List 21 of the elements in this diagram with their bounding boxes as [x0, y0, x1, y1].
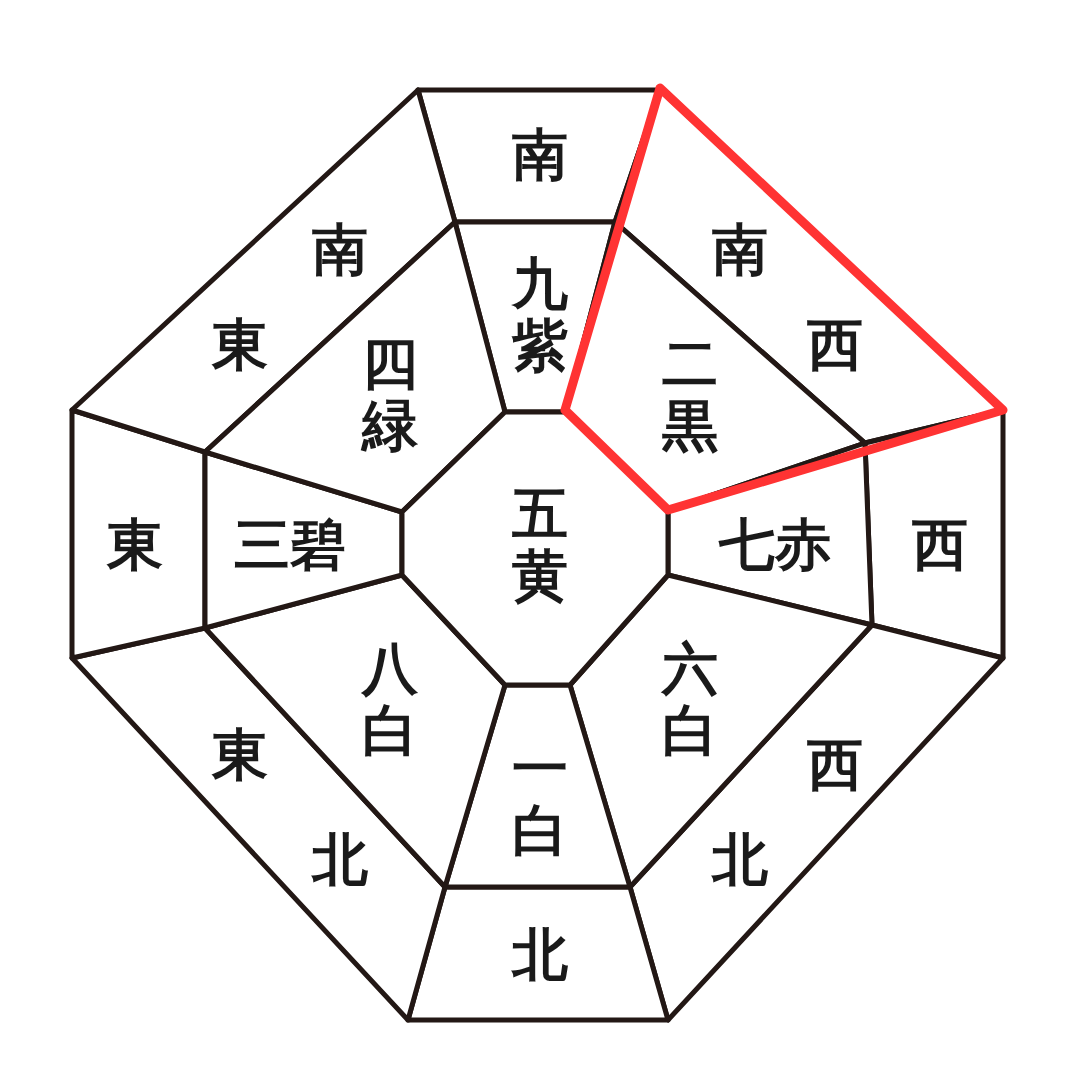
star-label: 四緑 — [362, 333, 418, 457]
star-label: 二黒 — [662, 333, 718, 457]
direction-label: 東 — [212, 724, 268, 786]
direction-label: 東 — [212, 314, 268, 376]
star-label: 一白 — [512, 738, 568, 862]
direction-label: 南 — [512, 124, 568, 186]
star-label: 六白 — [662, 638, 718, 762]
direction-label: 北 — [512, 924, 568, 986]
star-label: 七赤 — [719, 514, 831, 576]
direction-label: 南 — [712, 219, 768, 281]
direction-label: 南 — [312, 219, 368, 281]
star-label: 三碧 — [234, 514, 346, 576]
direction-label: 西 — [807, 314, 863, 376]
direction-label: 西 — [807, 734, 863, 796]
direction-label: 北 — [712, 829, 768, 891]
star-label: 八白 — [362, 638, 418, 762]
direction-label: 東 — [107, 514, 163, 576]
star-label: 九紫 — [512, 253, 568, 377]
star-label: 五黄 — [512, 483, 568, 607]
direction-label: 西 — [912, 514, 968, 576]
direction-label: 北 — [312, 829, 368, 891]
